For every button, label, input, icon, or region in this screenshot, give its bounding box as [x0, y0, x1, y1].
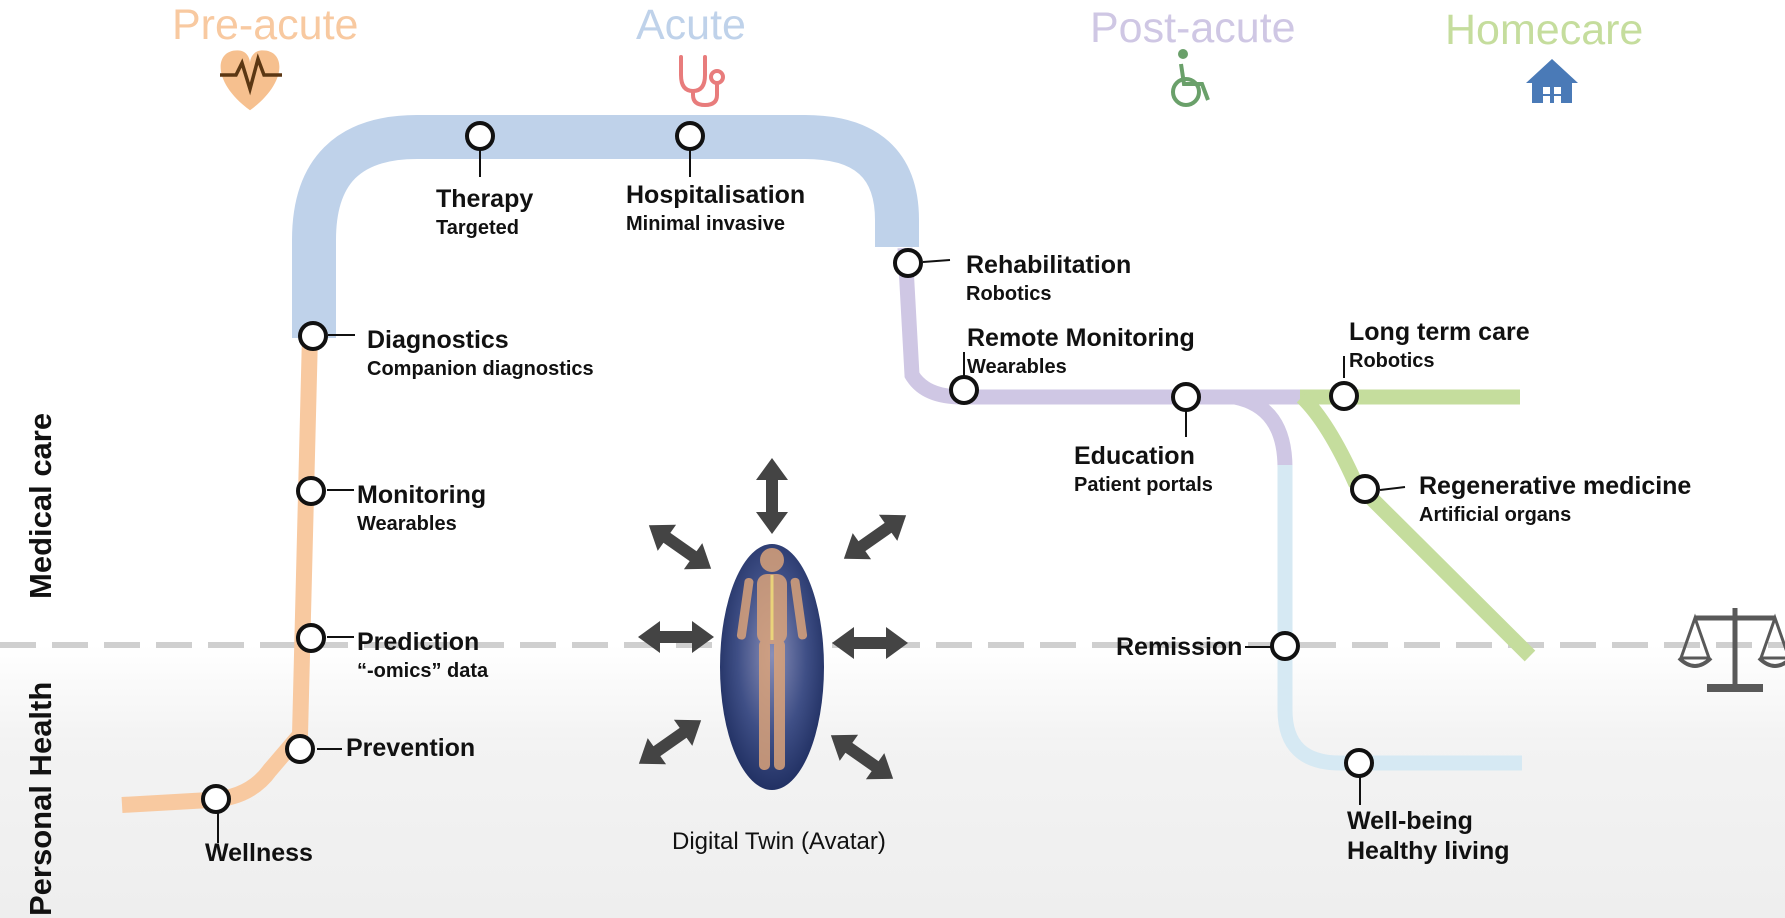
label-regenerative-medicine: Regenerative medicine Artificial organs	[1419, 471, 1691, 529]
diagnostics-title: Diagnostics	[367, 326, 509, 354]
human-figure	[736, 548, 808, 770]
arrow-icon	[830, 734, 894, 780]
rehabilitation-sub: Robotics	[966, 283, 1052, 305]
diagnostics-sub: Companion diagnostics	[367, 358, 594, 380]
heart-pulse-icon	[220, 50, 282, 111]
label-prediction: Prediction “-omics” data	[357, 627, 488, 685]
monitoring-sub: Wearables	[357, 513, 457, 535]
connector-ticks	[217, 150, 1406, 843]
label-therapy: Therapy Targeted	[436, 184, 533, 242]
homecare-branch	[1296, 391, 1536, 662]
acute-track	[292, 115, 919, 338]
remission-title: Remission	[1116, 633, 1243, 661]
label-diagnostics: Diagnostics Companion diagnostics	[367, 325, 594, 383]
station-rehabilitation	[893, 248, 923, 278]
station-well-being	[1344, 748, 1374, 778]
arrow-icons	[638, 458, 908, 780]
prediction-sub: “-omics” data	[357, 660, 489, 682]
station-wellness	[201, 784, 231, 814]
rehabilitation-title: Rehabilitation	[966, 251, 1132, 279]
arrow-icon	[756, 458, 788, 534]
long-term-care-title: Long term care	[1349, 318, 1530, 346]
arrow-icon	[843, 514, 907, 560]
remote-monitoring-title: Remote Monitoring	[967, 324, 1195, 352]
station-diagnostics	[298, 321, 328, 351]
arrow-icon	[638, 719, 702, 765]
arrow-icon	[638, 621, 714, 653]
label-well-being: Well-being Healthy living	[1347, 806, 1510, 866]
education-title: Education	[1074, 442, 1195, 470]
phase-homecare-title: Homecare	[1445, 6, 1644, 54]
station-long-term-care	[1329, 381, 1359, 411]
wellbeing-track	[1277, 465, 1522, 771]
education-sub: Patient portals	[1074, 474, 1213, 496]
label-prevention: Prevention	[346, 733, 475, 763]
arrow-icon	[832, 627, 908, 659]
label-education: Education Patient portals	[1074, 441, 1213, 499]
regenerative-medicine-sub: Artificial organs	[1419, 504, 1572, 526]
wellness-title: Wellness	[205, 839, 313, 867]
scale-icon	[1677, 608, 1785, 692]
therapy-title: Therapy	[436, 185, 534, 213]
prediction-title: Prediction	[357, 628, 480, 656]
station-prevention	[285, 734, 315, 764]
digital-twin-avatar	[720, 544, 824, 790]
station-hospitalisation	[675, 121, 705, 151]
station-remote-monitoring	[949, 375, 979, 405]
phase-preacute-title: Pre-acute	[172, 1, 359, 49]
well-being-sub: Healthy living	[1347, 837, 1510, 865]
phase-acute-title: Acute	[636, 1, 746, 49]
well-being-title: Well-being	[1347, 807, 1473, 835]
label-remission: Remission	[1116, 632, 1242, 662]
label-monitoring: Monitoring Wearables	[357, 480, 486, 538]
preacute-track	[121, 334, 318, 813]
station-remission	[1270, 631, 1300, 661]
therapy-sub: Targeted	[436, 217, 519, 239]
wheelchair-icon	[1171, 49, 1210, 107]
station-education	[1171, 382, 1201, 412]
label-hospitalisation: Hospitalisation Minimal invasive	[626, 180, 805, 238]
station-therapy	[465, 121, 495, 151]
label-rehabilitation: Rehabilitation Robotics	[966, 250, 1131, 308]
digital-twin-caption: Digital Twin (Avatar)	[672, 828, 886, 855]
arrow-icon	[648, 524, 712, 570]
hospitalisation-sub: Minimal invasive	[626, 213, 785, 235]
remote-monitoring-sub: Wearables	[967, 356, 1067, 378]
regenerative-medicine-title: Regenerative medicine	[1419, 472, 1692, 500]
monitoring-title: Monitoring	[357, 481, 487, 509]
station-regenerative-medicine	[1350, 474, 1380, 504]
side-label-medical-care: Medical care	[23, 412, 58, 599]
stethoscope-icon	[679, 55, 725, 108]
postacute-branch	[1233, 389, 1293, 469]
side-label-personal-health: Personal Health	[23, 681, 58, 916]
phase-postacute-title: Post-acute	[1090, 4, 1296, 52]
home-icon	[1526, 59, 1578, 103]
prevention-title: Prevention	[346, 734, 476, 762]
label-wellness: Wellness	[205, 838, 313, 868]
long-term-care-sub: Robotics	[1349, 350, 1435, 372]
station-monitoring	[296, 476, 326, 506]
label-remote-monitoring: Remote Monitoring Wearables	[967, 323, 1195, 381]
hospitalisation-title: Hospitalisation	[626, 181, 806, 209]
station-prediction	[296, 623, 326, 653]
label-long-term-care: Long term care Robotics	[1349, 317, 1530, 375]
